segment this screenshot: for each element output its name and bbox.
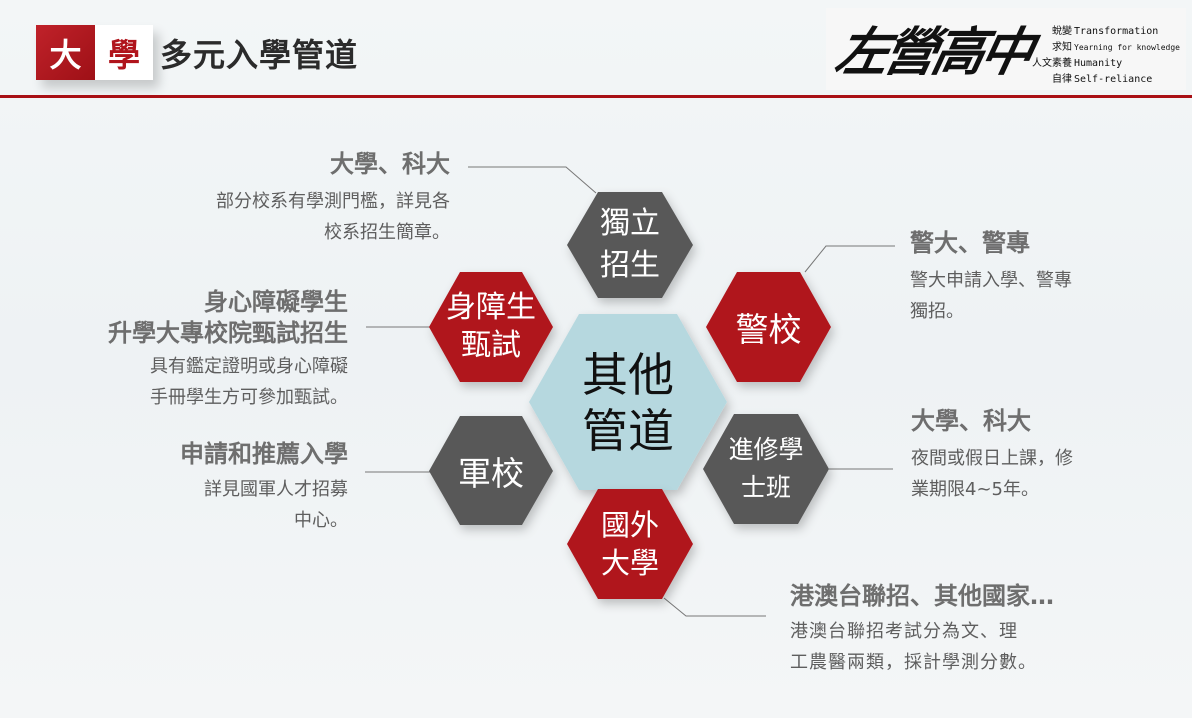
hex-text: 進修學 bbox=[728, 435, 804, 464]
hexagon-continuing bbox=[703, 414, 829, 524]
callout-heading: 警大、警專 bbox=[910, 229, 1030, 257]
center-line: 管道 bbox=[582, 404, 674, 458]
hex-text: 甄試 bbox=[461, 328, 521, 363]
callout-overseas: 港澳台聯招、其他國家… 港澳台聯招考試分為文、理 工農醫兩類，採計學測分數。 bbox=[790, 582, 1110, 678]
callout-body: 部分校系有學測門檻，詳見各 校系招生簡章。 bbox=[150, 186, 450, 248]
connector-overseas bbox=[663, 597, 766, 617]
callout-continuing: 大學、科大 夜間或假日上課，修 業期限4~5年。 bbox=[911, 407, 1131, 505]
hex-text: 國外 bbox=[600, 508, 659, 542]
callout-heading: 申請和推薦入學 bbox=[180, 440, 348, 468]
header-divider bbox=[0, 95, 1192, 98]
callout-independent: 大學、科大 部分校系有學測門檻，詳見各 校系招生簡章。 bbox=[150, 150, 450, 248]
callout-line: 警大申請入學、警專 bbox=[910, 270, 1072, 291]
callout-line: 部分校系有學測門檻，詳見各 bbox=[216, 191, 450, 212]
callout-heading-line: 升學大專校院甄試招生 bbox=[108, 319, 348, 347]
hex-label-continuing: 進修學 士班 bbox=[703, 420, 829, 518]
hexagon-disabled bbox=[429, 272, 553, 382]
hexagon-police bbox=[706, 272, 831, 382]
hexagon-overseas bbox=[567, 489, 693, 599]
header: 大 學 多元入學管道 左營高中 蛻變 求知 人文素養 自律 Transforma… bbox=[0, 0, 1192, 98]
hex-text: 招生 bbox=[600, 248, 660, 283]
callout-line: 業期限4~5年。 bbox=[911, 479, 1039, 500]
connector-lines bbox=[365, 166, 895, 617]
connector-police bbox=[804, 245, 895, 273]
motto-en: Yearning for knowledge bbox=[1074, 43, 1180, 52]
callout-line: 工農醫兩類，採計學測分數。 bbox=[790, 652, 1037, 673]
hex-text: 士班 bbox=[740, 473, 791, 502]
hex-label-disabled: 身障生 甄試 bbox=[429, 278, 553, 376]
callout-line: 獨招。 bbox=[910, 301, 964, 322]
callout-line: 港澳台聯招考試分為文、理 bbox=[790, 621, 1018, 642]
hex-text: 身障生 bbox=[446, 290, 536, 325]
callout-police: 警大、警專 警大申請入學、警專 獨招。 bbox=[910, 229, 1130, 327]
callout-body: 港澳台聯招考試分為文、理 工農醫兩類，採計學測分數。 bbox=[790, 616, 1110, 678]
hex-text: 警校 bbox=[735, 310, 802, 349]
logo-mottos-cn: 蛻變 求知 人文素養 自律 bbox=[1012, 24, 1072, 88]
callout-heading: 港澳台聯招、其他國家… bbox=[790, 582, 1054, 610]
callout-line: 手冊學生方可參加甄試。 bbox=[150, 387, 348, 408]
callout-line: 詳見國軍人才招募 bbox=[204, 479, 348, 500]
motto-en: Humanity bbox=[1074, 58, 1123, 69]
hex-label-military: 軍校 bbox=[429, 422, 553, 520]
title-badge: 大 學 bbox=[36, 25, 153, 80]
callout-body: 詳見國軍人才招募 中心。 bbox=[120, 474, 348, 536]
hex-label-police: 警校 bbox=[706, 278, 831, 376]
motto-cn: 蛻變 bbox=[1052, 26, 1072, 37]
hex-text: 獨立 bbox=[600, 206, 660, 241]
callout-line: 夜間或假日上課，修 bbox=[911, 448, 1073, 469]
callout-body: 夜間或假日上課，修 業期限4~5年。 bbox=[911, 443, 1131, 505]
hexagon-independent bbox=[567, 192, 693, 298]
badge-right: 學 bbox=[95, 25, 153, 80]
callout-heading-line: 身心障礙學生 bbox=[204, 288, 348, 316]
hexagon-military bbox=[429, 416, 553, 525]
hex-label-independent: 獨立 招生 bbox=[567, 196, 693, 294]
badge-left: 大 bbox=[36, 25, 95, 80]
callout-line: 校系招生簡章。 bbox=[324, 222, 450, 243]
callout-body: 警大申請入學、警專 獨招。 bbox=[910, 265, 1130, 327]
motto-cn: 求知 bbox=[1052, 42, 1072, 53]
callout-heading: 大學、科大 bbox=[911, 407, 1031, 435]
center-hexagon bbox=[529, 314, 727, 490]
callout-heading: 大學、科大 bbox=[330, 150, 450, 178]
callout-line: 具有鑑定證明或身心障礙 bbox=[150, 356, 348, 377]
callout-disabled: 身心障礙學生 升學大專校院甄試招生 具有鑑定證明或身心障礙 手冊學生方可參加甄試… bbox=[60, 287, 348, 413]
callout-body: 具有鑑定證明或身心障礙 手冊學生方可參加甄試。 bbox=[60, 351, 348, 413]
hex-text: 大學 bbox=[600, 546, 659, 580]
school-logo: 左營高中 蛻變 求知 人文素養 自律 Transformation Yearni… bbox=[826, 8, 1186, 90]
hex-label-overseas: 國外 大學 bbox=[567, 495, 693, 593]
motto-en: Transformation bbox=[1074, 26, 1159, 37]
callout-heading: 身心障礙學生 升學大專校院甄試招生 bbox=[60, 287, 348, 349]
hex-text: 軍校 bbox=[458, 454, 524, 493]
motto-cn: 自律 bbox=[1052, 74, 1072, 85]
center-label: 其他 管道 bbox=[529, 330, 727, 476]
center-line: 其他 bbox=[582, 348, 674, 402]
callout-line: 中心。 bbox=[294, 510, 348, 531]
callout-military: 申請和推薦入學 詳見國軍人才招募 中心。 bbox=[120, 440, 348, 536]
logo-mottos-en: Transformation Yearning for knowledge Hu… bbox=[1074, 24, 1180, 88]
motto-cn: 人文素養 bbox=[1032, 58, 1072, 69]
motto-en: Self-reliance bbox=[1074, 74, 1153, 85]
page-title: 多元入學管道 bbox=[160, 36, 359, 74]
connector-independent bbox=[468, 166, 597, 194]
